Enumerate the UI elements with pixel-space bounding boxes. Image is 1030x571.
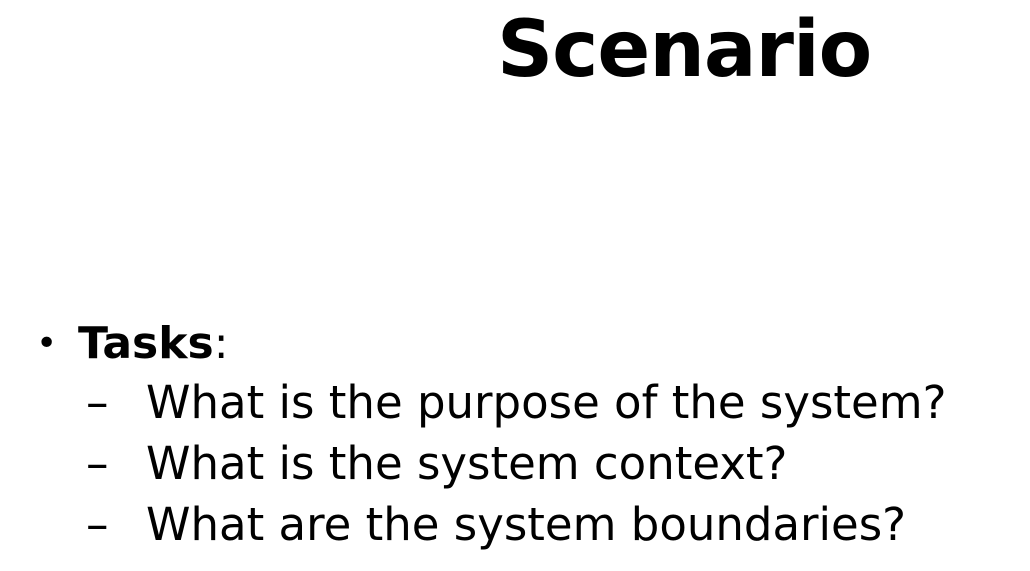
- subitem-boundaries: – What are the system boundaries?: [30, 494, 1020, 555]
- subitem-marker: –: [86, 498, 109, 551]
- slide-title: Scenario: [497, 5, 872, 95]
- subitem-marker: –: [86, 376, 109, 429]
- bullet-label: Tasks: [78, 318, 214, 369]
- subitem-text: What is the system context?: [146, 437, 788, 490]
- subitem-marker: –: [86, 437, 109, 490]
- subitem-context: – What is the system context?: [30, 433, 1020, 494]
- subitem-purpose: – What is the purpose of the system?: [30, 372, 1020, 433]
- bullet-item-tasks: • Tasks:: [30, 316, 1020, 372]
- bullet-marker: •: [36, 323, 58, 364]
- subitem-text: What is the purpose of the system?: [146, 376, 947, 429]
- slide-content: • Tasks: – What is the purpose of the sy…: [30, 316, 1020, 555]
- bullet-suffix: :: [213, 318, 229, 369]
- subitem-text: What are the system boundaries?: [146, 498, 907, 551]
- bullet-text: Tasks:: [78, 316, 229, 372]
